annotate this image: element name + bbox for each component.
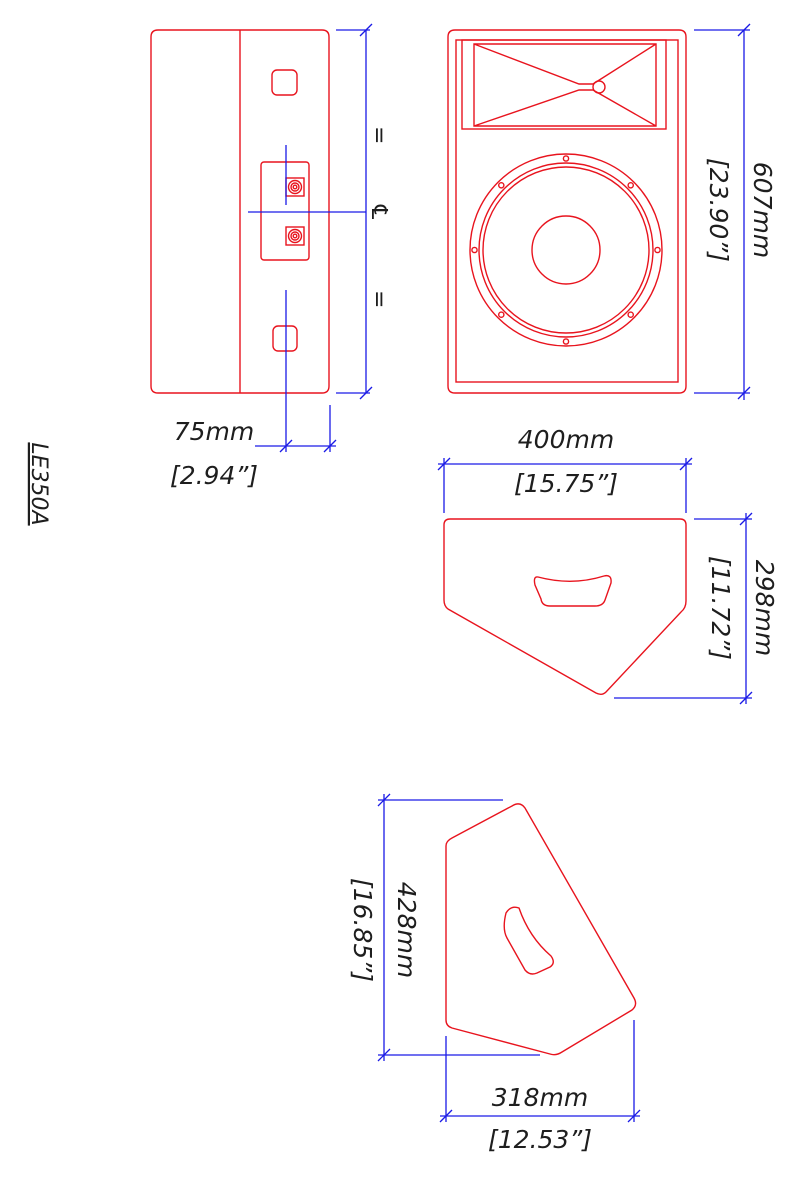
equal-mark-bottom: = — [366, 290, 391, 308]
woofer-bolt — [471, 246, 478, 254]
angled-dimension-lines — [377, 793, 641, 1123]
horn-frame — [461, 39, 667, 130]
front-view — [447, 29, 687, 394]
angled-height-mm: 428mm — [392, 882, 421, 978]
model-title: LE350A — [26, 442, 51, 525]
angled-handle — [503, 906, 554, 975]
side-depth-inch: [2.94”] — [170, 461, 258, 490]
woofer-bolt — [497, 311, 505, 319]
woofer-dust-cap — [531, 215, 601, 285]
angled-height-inch: [16.85”] — [348, 878, 377, 982]
speakon-connector-bottom — [285, 226, 305, 246]
top-view — [443, 518, 687, 695]
woofer-bolt — [654, 246, 661, 254]
front-height-inch: [23.90”] — [704, 158, 733, 262]
compression-driver — [592, 80, 606, 94]
centerline-mark: ℄ — [366, 204, 391, 220]
top-width-mm: 400mm — [518, 425, 614, 454]
front-height-dimension — [694, 23, 751, 400]
woofer — [469, 153, 663, 347]
top-dimension-lines — [437, 457, 753, 705]
woofer-bolt — [562, 338, 570, 345]
equal-mark-top: = — [366, 126, 391, 144]
top-depth-mm: 298mm — [750, 560, 779, 656]
connector-panel — [260, 161, 310, 261]
angled-view — [445, 803, 637, 1056]
top-handle-pocket — [271, 69, 298, 96]
top-depth-inch: [11.72”] — [706, 556, 735, 660]
front-height-mm: 607mm — [748, 162, 777, 258]
woofer-bolt — [627, 311, 635, 319]
speakon-connector-top — [285, 177, 305, 197]
angled-width-inch: [12.53”] — [488, 1125, 592, 1154]
woofer-bolt — [627, 181, 635, 189]
woofer-bolt — [497, 181, 505, 189]
horn-mouth — [473, 43, 657, 127]
side-dimension-lines — [248, 23, 373, 453]
top-width-inch: [15.75”] — [514, 469, 618, 498]
bottom-handle-pocket — [272, 325, 298, 352]
side-depth-mm: 75mm — [174, 417, 255, 446]
angled-width-mm: 318mm — [492, 1083, 588, 1112]
grille-frame — [455, 39, 679, 383]
top-handle — [533, 574, 612, 607]
woofer-bolt — [562, 155, 570, 162]
side-view — [150, 29, 330, 394]
